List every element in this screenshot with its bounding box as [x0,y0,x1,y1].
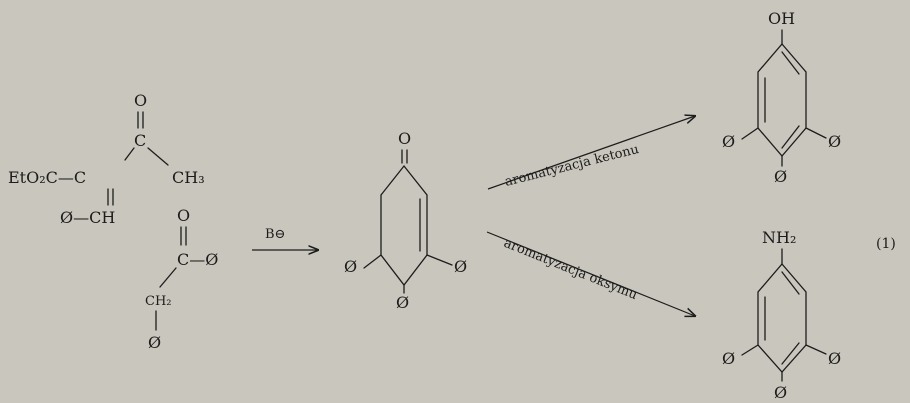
reactant-ketone-oxygen: O [177,206,190,225]
phenol-inner-bond-3 [781,125,800,149]
intermediate-phenyl-bottom: Ø [396,293,409,312]
phenol-hydroxyl: OH [768,9,795,28]
ketone-aromatization-label: aromatyzacja ketonu [503,142,640,190]
equation-number: (1) [876,236,896,252]
reactant-methyl: CH₃ [172,168,205,187]
aniline-left-ph-bond [741,344,759,356]
oxime-aromatization-arrow-line [486,231,695,316]
intermediate-left-ph-bond [363,254,382,269]
phenol-phenyl-right: Ø [828,132,841,151]
aniline-phenyl-bottom: Ø [774,383,787,402]
phenol-product: OH Ø Ø Ø [722,9,841,186]
reactant-ketone-carbon: C—Ø [177,250,218,269]
phenol-inner-bond-2 [781,51,800,75]
reactant-benzyl-phenyl: Ø [148,333,161,352]
reactant-vinyl: Ø—CH [60,208,115,227]
reactant-methylene: CH₂ [145,294,172,309]
aniline-amino: NH₂ [762,228,796,247]
aniline-phenyl-left: Ø [722,349,735,368]
aniline-product: NH₂ Ø Ø Ø [722,228,841,402]
keto-to-alpha-bond [124,147,135,161]
phenol-phenyl-bottom: Ø [774,167,787,186]
phenol-left-ph-bond [741,127,759,140]
aniline-inner-bond-2 [781,271,800,295]
intermediate-phenyl-right: Ø [454,257,467,276]
aniline-right-ph-bond [805,344,827,355]
phenol-phenyl-left: Ø [722,132,735,151]
base-arrow: B⊖ [252,227,318,250]
keto-to-methyl-bond [147,147,169,166]
aniline-inner-bond-3 [781,342,800,365]
reactant-keto-carbon: C [134,131,146,150]
reactant-ester-group: EtO₂C—C [8,168,86,187]
ketone-aromatization-arrow: aromatyzacja ketonu [487,116,695,190]
intermediate-phenyl-left: Ø [344,257,357,276]
intermediate-right-ph-bond [426,254,453,266]
ketone-aromatization-arrow-line [487,116,695,190]
intermediate-oxygen: O [398,129,411,148]
aniline-phenyl-right: Ø [828,349,841,368]
reactant-carbonyl-oxygen: O [134,91,147,110]
oxime-aromatization-arrow: aromatyzacja oksymu [486,231,695,316]
reactant-molecule: O C EtO₂C—C CH₃ Ø—CH O C—Ø CH₂ Ø [8,91,218,352]
phenol-right-ph-bond [805,127,827,139]
intermediate-molecule: O Ø Ø Ø [344,129,467,312]
ketone-to-methylene-bond [159,267,177,288]
reagent-base: B⊖ [265,227,285,242]
